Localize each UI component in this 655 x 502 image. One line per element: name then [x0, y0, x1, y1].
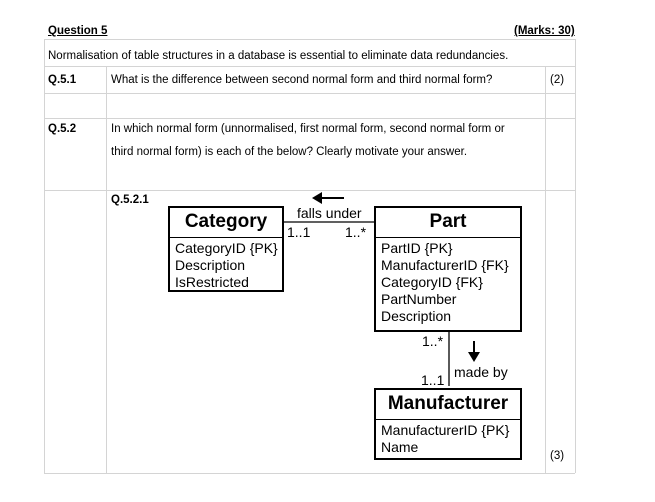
attribute: CategoryID {PK} [175, 240, 278, 256]
grid-line [545, 66, 546, 473]
entity-manufacturer: Manufacturer ManufacturerID {PK} Name [374, 388, 522, 460]
left-arrow-icon [312, 192, 344, 204]
question-marks: (Marks: 30) [514, 25, 575, 37]
made-by-mult-part: 1..* [422, 333, 444, 349]
attribute: IsRestricted [175, 274, 249, 290]
attribute: Description [381, 308, 452, 324]
attribute: CategoryID {FK} [381, 274, 483, 290]
made-by-label: made by [454, 364, 508, 380]
entity-category-name: Category [170, 208, 282, 238]
entity-part-name: Part [376, 208, 520, 238]
entity-category-attributes: CategoryID {PK} Description IsRestricted [170, 238, 282, 291]
q51-marks: (2) [550, 74, 565, 86]
falls-under-label: falls under [297, 205, 362, 221]
falls-under-mult-category: 1..1 [287, 224, 311, 240]
grid-line [44, 118, 575, 119]
falls-under-mult-part: 1..* [345, 224, 367, 240]
question-title: Question 5 [48, 25, 108, 37]
grid-line [44, 473, 575, 474]
grid-line [575, 39, 576, 473]
attribute: Name [381, 439, 419, 455]
grid-line [106, 66, 107, 473]
entity-manufacturer-name: Manufacturer [376, 390, 520, 420]
q52-text-line2: third normal form) is each of the below?… [111, 146, 468, 158]
made-by-mult-manufacturer: 1..1 [421, 372, 445, 388]
grid-line [44, 190, 575, 191]
entity-category: Category CategoryID {PK} Description IsR… [168, 206, 284, 292]
question-intro: Normalisation of table structures in a d… [48, 50, 509, 62]
attribute: PartNumber [381, 291, 457, 307]
grid-line [44, 39, 575, 40]
attribute: ManufacturerID {FK} [381, 257, 509, 273]
grid-line [44, 66, 575, 67]
grid-line [44, 93, 575, 94]
attribute: Description [175, 257, 246, 273]
q51-number: Q.5.1 [48, 74, 77, 86]
down-arrow-icon [468, 341, 480, 362]
attribute: PartID {PK} [381, 240, 453, 256]
grid-line [44, 39, 45, 473]
attribute: ManufacturerID {PK} [381, 422, 510, 438]
entity-manufacturer-attributes: ManufacturerID {PK} Name [376, 420, 520, 456]
q52-number: Q.5.2 [48, 123, 77, 135]
q51-text: What is the difference between second no… [111, 74, 493, 86]
q521-number: Q.5.2.1 [111, 194, 149, 206]
entity-part: Part PartID {PK} ManufacturerID {FK} Cat… [374, 206, 522, 332]
entity-part-attributes: PartID {PK} ManufacturerID {FK} Category… [376, 238, 520, 325]
q52-text-line1: In which normal form (unnormalised, firs… [111, 123, 505, 135]
q521-marks: (3) [550, 450, 565, 462]
